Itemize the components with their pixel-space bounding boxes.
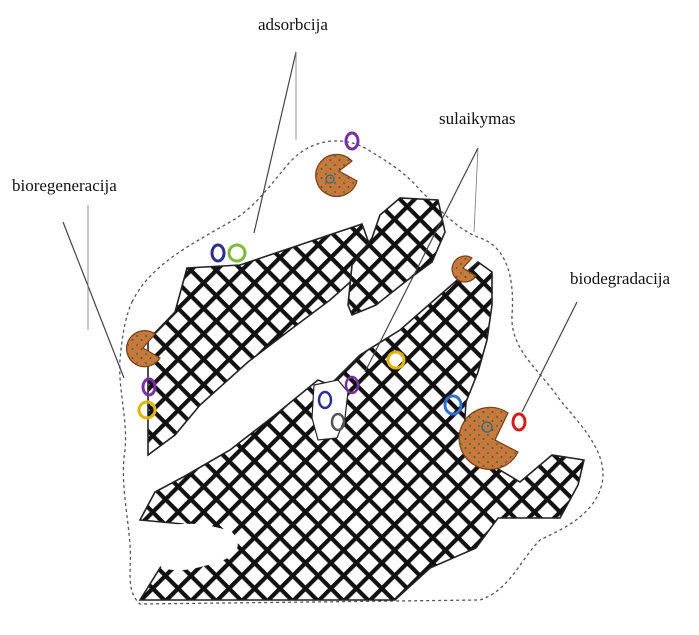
pointer-adsorbcija (254, 52, 296, 233)
label-adsorbcija: adsorbcija (258, 16, 328, 33)
label-biodegradacija: biodegradacija (570, 270, 670, 287)
carbon-pore-wall-middle (348, 198, 445, 315)
molecule-icon (513, 414, 525, 430)
label-sulaikymas: sulaikymas (439, 110, 516, 127)
pointer-biodegradacija (522, 302, 577, 412)
label-bioregeneracija: bioregeneracija (12, 177, 117, 194)
pointer-sulaikymas-guide (474, 148, 478, 232)
molecule-icon (212, 245, 224, 261)
molecule-icon (229, 245, 245, 261)
microbe-icon (459, 407, 518, 469)
microbe-icon (316, 154, 357, 196)
pointer-bioregeneracija (63, 222, 124, 378)
molecule-icon (346, 133, 358, 149)
